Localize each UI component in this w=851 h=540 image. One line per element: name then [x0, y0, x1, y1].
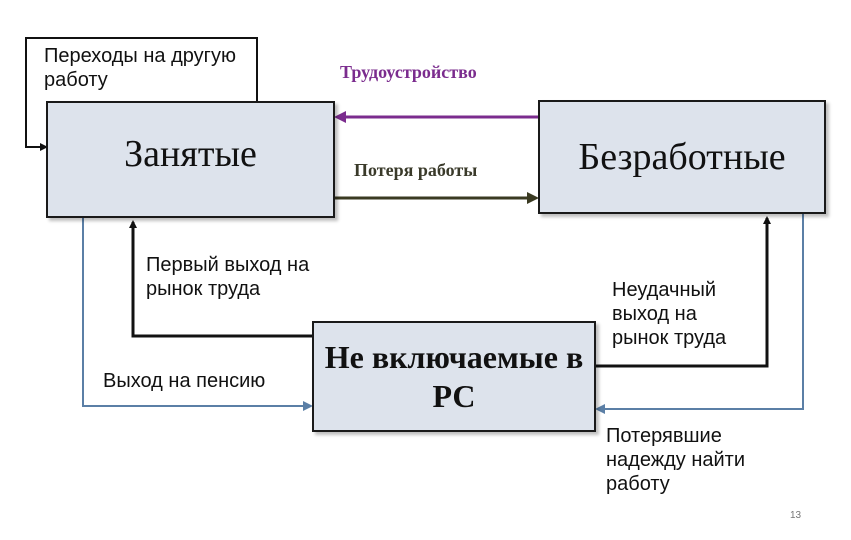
unemployed-label: Безработные — [578, 136, 786, 178]
page-number: 13 — [790, 510, 802, 521]
first-entry-label: Первый выход на рынок труда — [146, 254, 310, 300]
employment-label: Трудоустройство — [340, 62, 477, 82]
unsuccessful-entry-label: Неудачный выход на рынок труда — [612, 279, 727, 349]
unsuccessful-entry-arrow — [596, 216, 771, 368]
discouraged-label: Потерявшие надежду найти работу — [606, 425, 746, 495]
discouraged-arrow — [595, 214, 804, 414]
not-in-labor-force-label: Не включаемые в РС — [324, 339, 584, 414]
first-entry-arrow — [129, 220, 312, 338]
not-in-labor-force-box: Не включаемые в РС — [312, 321, 596, 432]
unemployed-box: Безработные — [538, 100, 826, 214]
retirement-arrow — [82, 218, 313, 411]
retirement-label: Выход на пенсию — [103, 370, 266, 392]
employed-label: Занятые — [124, 132, 257, 175]
other-job-loop-arrow — [25, 37, 258, 151]
employed-box: Занятые — [46, 101, 335, 218]
other-job-label: Переходы на другую работу — [44, 45, 236, 91]
job-loss-label: Потеря работы — [354, 160, 478, 180]
